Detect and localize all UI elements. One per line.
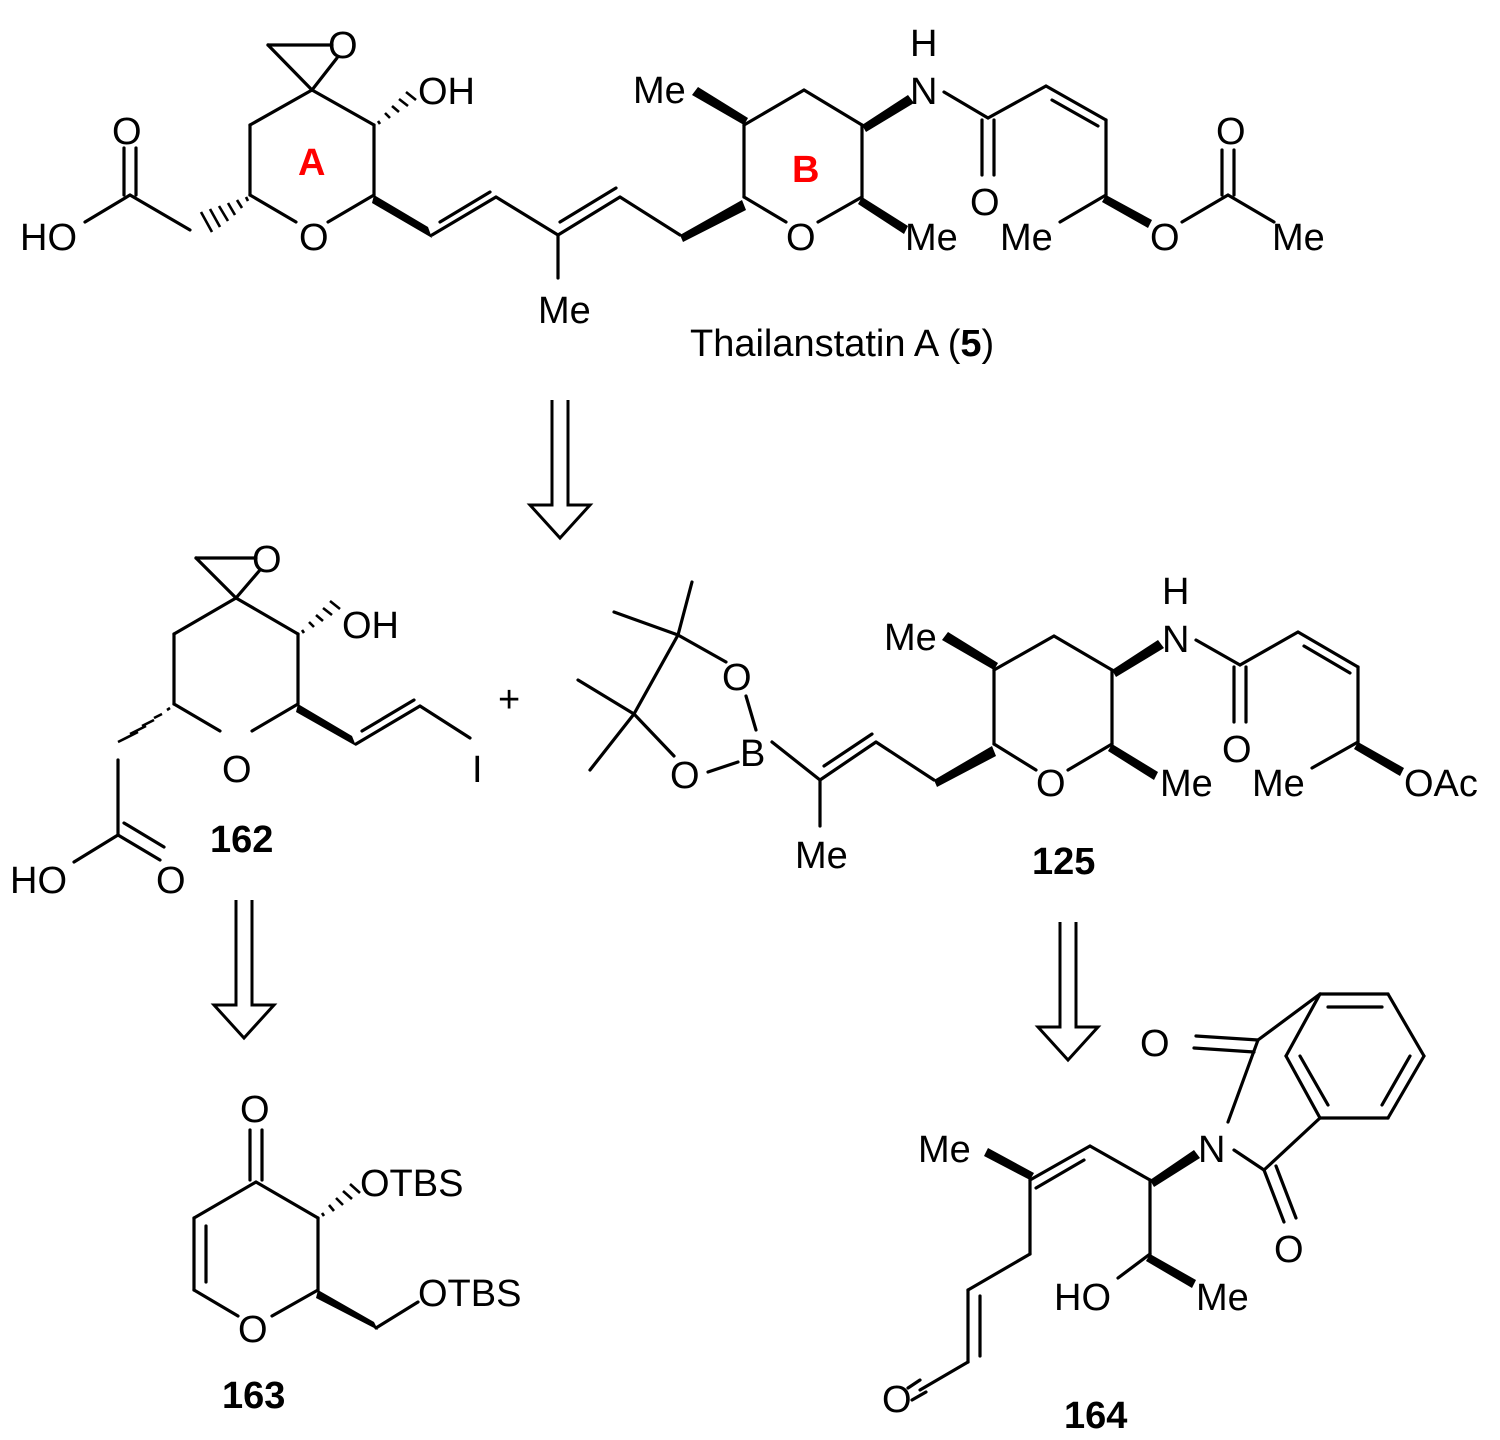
atom-o-ring-b: O [786, 217, 816, 259]
wedge-bond-ring-b [680, 200, 746, 242]
atom-o-ring-125: O [1036, 763, 1066, 805]
atom-boron: B [740, 733, 765, 775]
atom-me-ring-125: Me [884, 617, 937, 659]
wedge-bond-n-164 [1150, 1150, 1200, 1187]
wedge-bond-diene [372, 195, 432, 238]
atom-me-164: Me [918, 1129, 971, 1171]
ring-a-bonds [248, 88, 376, 224]
wedge-bond-nh-125 [1112, 640, 1164, 677]
atom-iodine-162: I [472, 749, 483, 791]
wedge-bond-me-164 [984, 1148, 1034, 1180]
compound-163-structure: O O OTBS OTBS 163 [192, 1089, 521, 1417]
atom-me-acetyl: Me [1272, 217, 1325, 259]
hashed-bond-ch2-162 [117, 706, 171, 744]
compound-number-163: 163 [222, 1375, 285, 1417]
atom-o-pin-top: O [722, 657, 752, 699]
atom-oac-125: OAc [1404, 763, 1478, 805]
atom-o-epoxide-162: O [252, 539, 282, 581]
wedge-bond-me-low-164 [1146, 1254, 1196, 1288]
atom-o-imide-bottom-164: O [1274, 1229, 1304, 1271]
atom-h-amide: H [910, 23, 937, 65]
atom-me-side-125: Me [1252, 763, 1305, 805]
retrosynthesis-arrow-162 [210, 900, 278, 1041]
wedge-bond-me-ring-b [692, 87, 748, 125]
wedge-bond-me-ring-b-low [858, 197, 908, 234]
atom-oh-162: OH [342, 605, 399, 647]
atom-o-acid-carbonyl: O [112, 111, 142, 153]
atom-o-ring-162: O [222, 749, 252, 791]
atom-me-ring-low-125: Me [1160, 763, 1213, 805]
ring-b-label: B [792, 149, 819, 191]
atom-o-ketone-163: O [240, 1089, 270, 1131]
compound-162-structure: O O OH I HO O [10, 539, 483, 902]
atom-o-ring-163: O [238, 1309, 268, 1351]
atom-o-imide-top-164: O [1140, 1023, 1170, 1065]
wedge-bond-me-ring-125 [942, 632, 998, 670]
compound-number-164: 164 [1064, 1395, 1127, 1437]
atom-oh: OH [418, 71, 475, 113]
atom-o-epoxide: O [328, 25, 358, 67]
atom-n-amide: N [910, 71, 937, 113]
atom-o-acetyl: O [1216, 111, 1246, 153]
atom-h-amide-125: H [1162, 571, 1189, 613]
atom-ho-acid: HO [20, 217, 77, 259]
wedge-bond-vinyl-162 [296, 704, 356, 746]
compound-number-162: 162 [210, 819, 273, 861]
plus-sign: + [498, 679, 520, 721]
wedge-bond-nh [862, 95, 914, 132]
retrosynthesis-arrow-125 [1034, 922, 1102, 1063]
atom-me-vinyl: Me [538, 290, 591, 332]
wedge-bond-ring-125 [934, 746, 996, 787]
atom-me-low-164: Me [1196, 1277, 1249, 1319]
atom-o-amide-125: O [1222, 729, 1252, 771]
atom-me-ring-b-low: Me [905, 217, 958, 259]
wedge-bond-ch2-163 [316, 1290, 378, 1330]
compound-name-thailanstatin: Thailanstatin A (5) [690, 323, 994, 365]
atom-o-carbonyl-162: O [156, 860, 186, 902]
hashed-bond-oh-162 [300, 599, 341, 634]
retrosynthesis-arrow-top [526, 400, 594, 541]
hashed-bond-ch2 [199, 196, 250, 233]
epoxide-ring-a [266, 43, 339, 92]
atom-ho-164: HO [1054, 1277, 1111, 1319]
thailanstatin-a-structure: O O A OH [20, 23, 1325, 365]
compound-125-structure: O B O Me O Me H N Me O [576, 571, 1478, 883]
atom-o-aldehyde-164: O [882, 1379, 912, 1421]
atom-otbs-2-163: OTBS [418, 1273, 521, 1315]
atom-otbs-1-163: OTBS [360, 1163, 463, 1205]
atom-me-ring-b: Me [633, 70, 686, 112]
atom-ho-162: HO [10, 860, 67, 902]
hashed-bond-otbs-163 [320, 1183, 361, 1217]
atom-o-pin-bottom: O [670, 755, 700, 797]
atom-o-ring-a: O [299, 217, 329, 259]
hashed-bond-oh [376, 90, 417, 125]
wedge-bond-oac-125 [1354, 742, 1404, 776]
atom-o-amide: O [970, 182, 1000, 224]
atom-me-side: Me [1000, 217, 1053, 259]
compound-164-structure: N O O Me O HO Me 164 [882, 992, 1426, 1437]
atom-o-ester: O [1150, 217, 1180, 259]
atom-n-imide-164: N [1198, 1129, 1225, 1171]
atom-me-vinyl-125: Me [795, 835, 848, 877]
wedge-bond-me-ring-low-125 [1108, 744, 1158, 780]
compound-number-125: 125 [1032, 841, 1095, 883]
wedge-bond-ester [1102, 195, 1152, 228]
atom-n-amide-125: N [1162, 619, 1189, 661]
ring-b-bonds [742, 88, 864, 224]
ring-a-label: A [298, 142, 325, 184]
